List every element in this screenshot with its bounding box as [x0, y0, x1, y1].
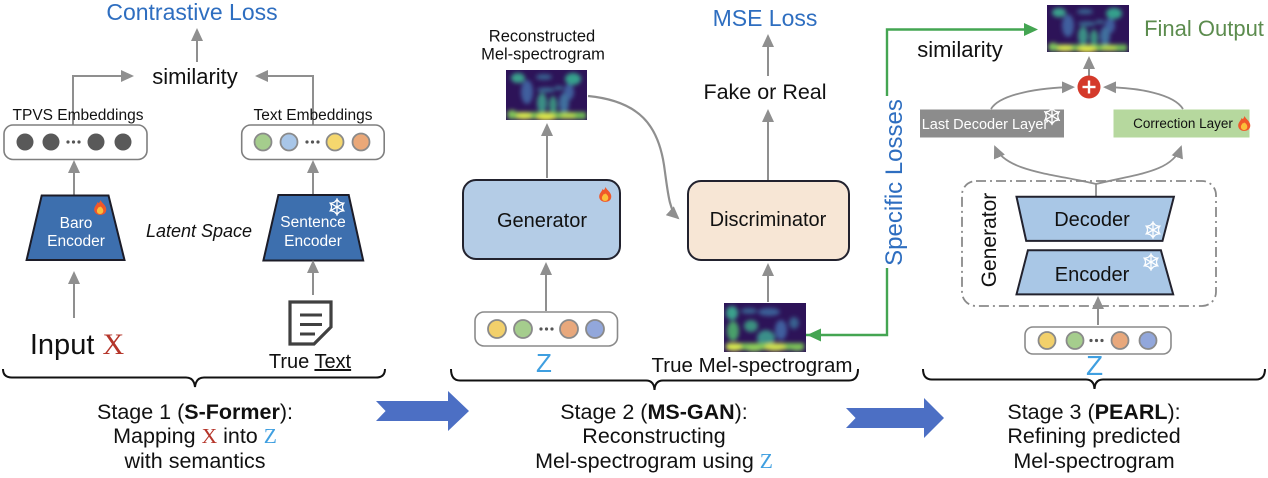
- svg-text:Text Embeddings: Text Embeddings: [254, 107, 373, 124]
- svg-text:Correction Layer: Correction Layer: [1133, 116, 1233, 131]
- svg-text:Baro: Baro: [60, 215, 93, 232]
- svg-text:similarity: similarity: [917, 37, 1003, 62]
- svg-text:Specific Losses: Specific Losses: [881, 99, 908, 266]
- svg-text:Stage 3 (PEARL):: Stage 3 (PEARL):: [1007, 400, 1180, 424]
- svg-text:Latent Space: Latent Space: [146, 221, 252, 241]
- svg-text:Decoder: Decoder: [1054, 209, 1130, 231]
- svg-text:Mel-spectrogram using Z: Mel-spectrogram using Z: [535, 449, 773, 473]
- svg-text:Mel-spectrogram: Mel-spectrogram: [481, 46, 605, 64]
- svg-text:MSE Loss: MSE Loss: [713, 5, 818, 31]
- svg-text:Reconstructed: Reconstructed: [489, 28, 595, 46]
- svg-text:Contrastive Loss: Contrastive Loss: [106, 0, 277, 25]
- svg-text:Mapping X into Z: Mapping X into Z: [113, 424, 277, 448]
- svg-text:similarity: similarity: [152, 64, 238, 89]
- svg-text:Last Decoder Layer: Last Decoder Layer: [922, 117, 1049, 133]
- svg-text:with semantics: with semantics: [124, 449, 266, 473]
- svg-text:Stage 2 (MS-GAN):: Stage 2 (MS-GAN):: [560, 400, 748, 424]
- svg-text:Fake or Real: Fake or Real: [703, 80, 826, 104]
- svg-text:Sentence: Sentence: [280, 214, 346, 231]
- svg-text:Final Output: Final Output: [1144, 16, 1264, 41]
- svg-text:Input X: Input X: [30, 328, 125, 361]
- svg-text:Z: Z: [1086, 350, 1103, 381]
- svg-text:True Mel-spectrogram: True Mel-spectrogram: [652, 354, 853, 377]
- svg-text:Mel-spectrogram: Mel-spectrogram: [1013, 449, 1174, 473]
- svg-text:TPVS Embeddings: TPVS Embeddings: [13, 107, 144, 124]
- svg-text:Z: Z: [536, 348, 552, 378]
- svg-text:Refining predicted: Refining predicted: [1007, 424, 1180, 448]
- svg-text:Encoder: Encoder: [284, 233, 342, 250]
- svg-text:Stage 1 (S-Former):: Stage 1 (S-Former):: [97, 400, 293, 424]
- svg-text:Encoder: Encoder: [47, 233, 105, 250]
- svg-text:True Text: True Text: [269, 351, 352, 373]
- svg-text:Generator: Generator: [978, 193, 1001, 288]
- svg-text:Reconstructing: Reconstructing: [582, 424, 725, 448]
- svg-text:Discriminator: Discriminator: [710, 209, 827, 231]
- svg-text:Generator: Generator: [497, 210, 587, 232]
- svg-text:Encoder: Encoder: [1055, 264, 1130, 286]
